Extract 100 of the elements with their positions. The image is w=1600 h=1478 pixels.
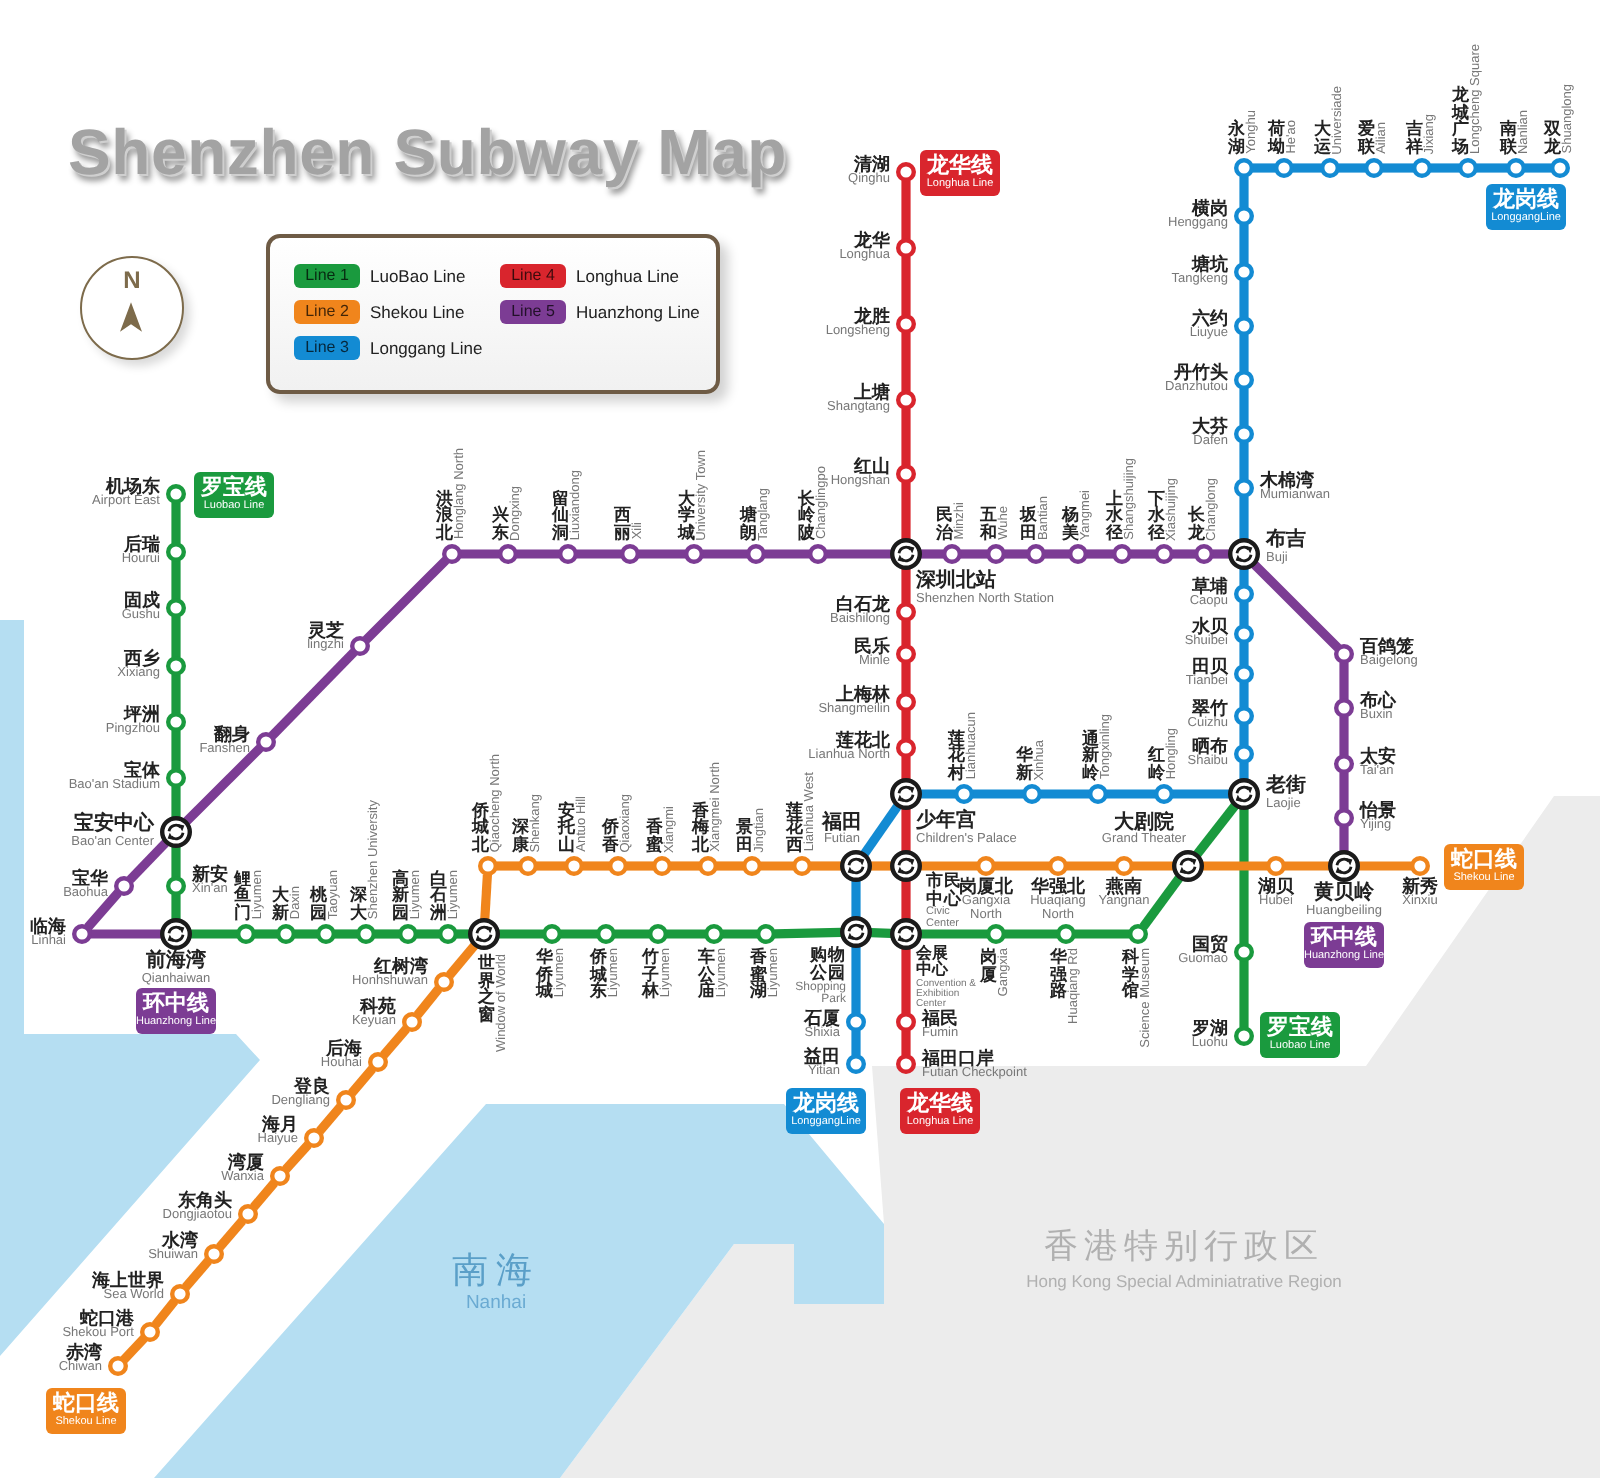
rail-line xyxy=(536,861,566,871)
station-name: 民乐 xyxy=(854,637,890,656)
station-name: 世界之窗 xyxy=(477,954,496,1022)
line-badge xyxy=(1444,843,1524,889)
rail-line xyxy=(416,929,440,939)
rail-line xyxy=(171,894,181,920)
rail-line xyxy=(614,929,650,939)
rail-line xyxy=(380,1025,410,1059)
rail-line xyxy=(1239,642,1249,666)
rail-line xyxy=(994,861,1050,871)
station-name: 高新园 xyxy=(391,869,410,920)
rail-line xyxy=(282,1141,312,1173)
station-name: 田贝 xyxy=(1192,657,1228,676)
station-name: 太安 xyxy=(1360,747,1396,766)
rail-line xyxy=(1172,549,1196,559)
station-name: 龙华 xyxy=(854,231,890,250)
rail-line xyxy=(901,662,911,694)
station-name: 大新 xyxy=(271,886,290,920)
legend-text: Longgang Line xyxy=(370,338,483,358)
rail-line xyxy=(254,929,278,939)
rail-line xyxy=(171,730,181,770)
station-name: 洪浪北 xyxy=(435,489,454,540)
rail-line xyxy=(1284,861,1330,871)
station-name: 后海 xyxy=(326,1039,362,1058)
station-name: 上塘 xyxy=(854,383,890,402)
rail-line xyxy=(702,549,748,559)
station-name: 石厦 xyxy=(804,1009,840,1028)
rail-line xyxy=(151,1298,179,1328)
station-name: 布吉 xyxy=(1266,530,1306,551)
rail-line xyxy=(920,549,944,559)
rail-line xyxy=(901,756,911,780)
station-name: 横岗 xyxy=(1191,199,1228,218)
station-name: 固戍 xyxy=(124,591,160,610)
line-name: 龙岗线 xyxy=(793,1091,859,1116)
rail-line xyxy=(334,929,358,939)
station-name: 水湾 xyxy=(161,1231,198,1250)
rail-line xyxy=(972,789,1024,799)
station-name: 塘坑 xyxy=(1191,255,1228,274)
legend-text: Shekou Line xyxy=(370,302,465,322)
station-name: 长龙 xyxy=(1187,506,1206,540)
rail-line xyxy=(216,1217,246,1251)
line-number: Line 5 xyxy=(511,302,555,322)
station-name: 临海 xyxy=(30,917,66,936)
rail-line xyxy=(446,942,479,979)
rail-line xyxy=(1339,826,1349,852)
station-name: 莲花西 xyxy=(785,801,804,852)
rail-line xyxy=(498,929,544,939)
rail-line xyxy=(480,874,492,920)
rail-line xyxy=(84,889,122,931)
rail-line xyxy=(901,568,911,604)
rail-line xyxy=(1252,163,1276,173)
station-name: 华强北 xyxy=(1029,878,1087,896)
station-name: 香梅北 xyxy=(691,801,710,852)
station-name: 晒布 xyxy=(1192,737,1228,756)
rail-line xyxy=(1139,875,1183,930)
station-name: 前海湾 xyxy=(144,952,208,972)
station-name: 新秀 xyxy=(1402,878,1438,896)
station-name: 水贝 xyxy=(1191,617,1228,636)
line-name: 环中线 xyxy=(1311,925,1377,950)
rail-line xyxy=(810,861,842,871)
rail-line xyxy=(1339,662,1349,700)
station-name: 坂田 xyxy=(1019,506,1038,540)
station-name: 福民 xyxy=(922,1009,959,1028)
rail-line xyxy=(901,482,911,540)
station-name: 上水径 xyxy=(1105,489,1124,540)
line-name: 龙华线 xyxy=(927,153,993,178)
station-name: 宝体 xyxy=(124,761,160,780)
line-number: Line 1 xyxy=(305,266,349,286)
station-name: 翻身 xyxy=(214,725,250,744)
rail-line xyxy=(348,1065,376,1097)
rail-line xyxy=(1193,802,1239,858)
station-name: 竹子林 xyxy=(641,948,660,999)
station-name: 双龙 xyxy=(1543,120,1562,154)
station-name: 长岭陂 xyxy=(797,489,816,540)
station-name: 深大 xyxy=(349,886,368,920)
rail-line xyxy=(774,927,842,939)
rail-line xyxy=(268,649,358,739)
rail-line xyxy=(1239,176,1249,208)
station-name: 红山 xyxy=(853,457,890,476)
station-name: 龙城广场 xyxy=(1451,86,1470,154)
rail-line xyxy=(920,789,956,799)
station-name: 蛇口港 xyxy=(80,1309,134,1328)
rail-line xyxy=(460,549,500,559)
station-name: 燕南 xyxy=(1105,878,1142,896)
line-number: Line 3 xyxy=(305,338,349,358)
rail-line xyxy=(851,946,861,1014)
station-name: 购物公园 xyxy=(810,946,846,982)
region-name-english: Hong Kong Special Adminiatrative Region xyxy=(1026,1272,1342,1292)
station-name: 岗厦 xyxy=(979,948,998,982)
rail-line xyxy=(294,929,318,939)
rail-line xyxy=(1239,224,1249,264)
station-name: 湾厦 xyxy=(228,1153,264,1172)
rail-line xyxy=(1239,334,1249,372)
station-name: 大剧院 xyxy=(1114,813,1174,834)
rail-line xyxy=(920,861,978,871)
rail-line xyxy=(182,1257,212,1291)
rail-line xyxy=(576,549,622,559)
station-name: 民治 xyxy=(935,506,954,540)
legend-text: Huanzhong Line xyxy=(576,302,700,322)
station-name: 杨美 xyxy=(1061,506,1080,540)
